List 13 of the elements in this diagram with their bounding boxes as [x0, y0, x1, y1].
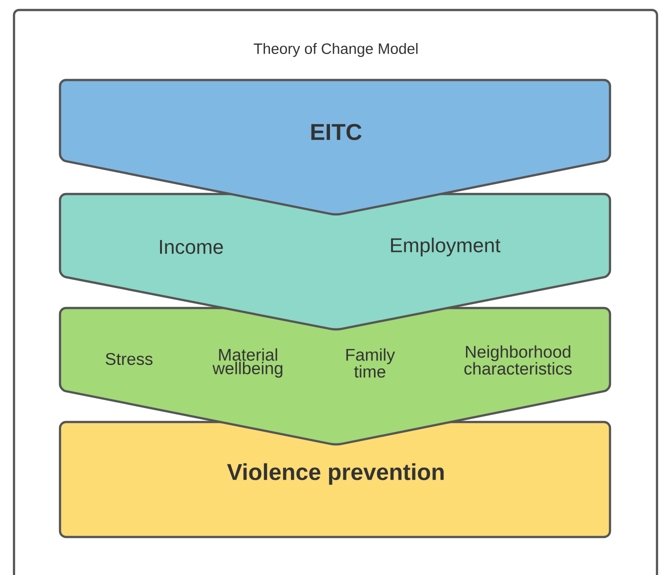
chevron-band [58, 78, 612, 216]
chevron-band [58, 306, 612, 446]
band-label: Neighborhood characteristics [464, 345, 572, 375]
chevron-band [58, 192, 612, 330]
band-label: Employment [391, 238, 500, 256]
band-label: Violence prevention [227, 463, 444, 485]
band-label: Stress [106, 352, 152, 365]
band-label: Income [160, 240, 223, 254]
band-label: EITC [311, 124, 362, 140]
band-label: Material wellbeing [212, 348, 282, 378]
band-label: Family time [346, 348, 395, 378]
outcome-box [58, 420, 612, 538]
title: Theory of Change Model [254, 43, 418, 57]
